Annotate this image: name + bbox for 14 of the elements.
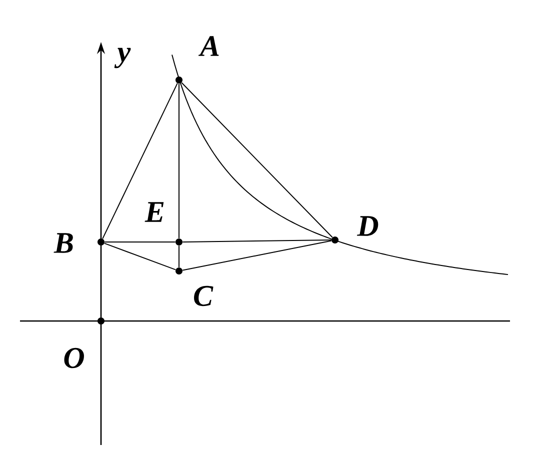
point-label: B	[54, 233, 73, 253]
line-segment	[182, 240, 332, 242]
point-label: A	[198, 36, 219, 56]
point-label: D	[356, 216, 378, 236]
point-label: C	[194, 286, 214, 306]
line-segment	[178, 245, 180, 268]
line-segment	[182, 240, 332, 271]
line-segment	[104, 242, 176, 270]
line-segment	[178, 83, 180, 239]
line-segment	[102, 82, 178, 240]
point-label: O	[64, 348, 84, 368]
point-label: E	[144, 202, 164, 222]
line-segment	[181, 82, 333, 238]
axis-label: y	[114, 48, 131, 68]
